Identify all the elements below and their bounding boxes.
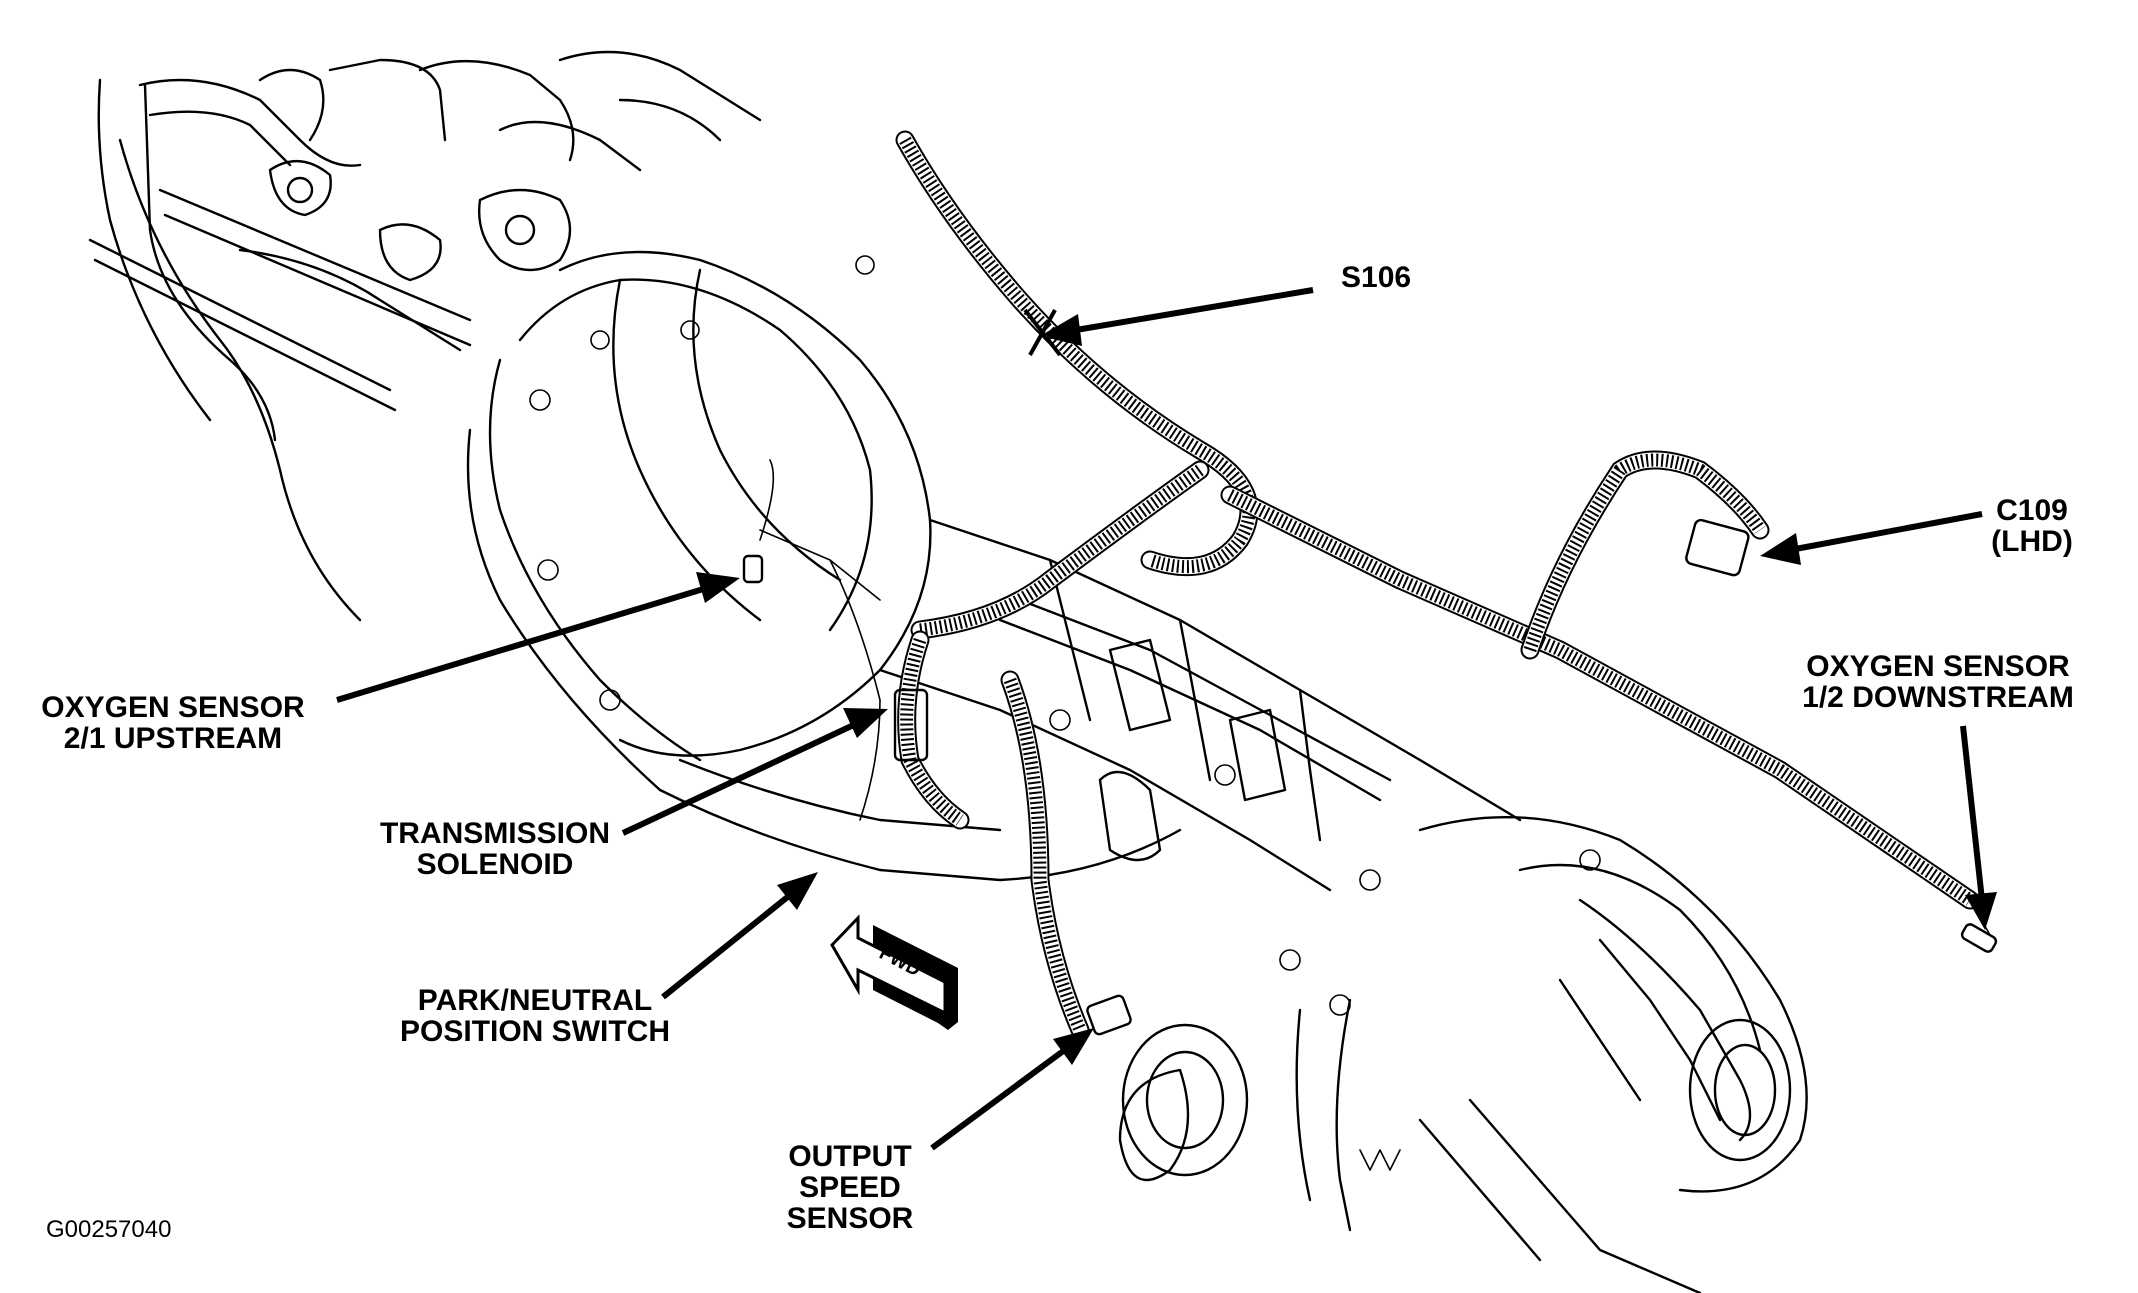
arrow-trans-solenoid (621, 708, 888, 836)
oss-line3: SENSOR (786, 1202, 914, 1235)
transmission-solenoid-connector (893, 688, 929, 762)
arrow-s106 (1040, 287, 1314, 346)
transmission-case-outline (878, 518, 1601, 1016)
c109-connector (1685, 518, 1750, 577)
fwd-arrow-icon: FWD (830, 914, 958, 1030)
o2-down-line1: OXYGEN SENSOR (1806, 650, 2070, 683)
arrow-c109 (1760, 511, 1983, 565)
oss-line2: SPEED (799, 1171, 901, 1204)
label-transmission-solenoid: TRANSMISSION SOLENOID (370, 818, 620, 880)
arrow-o2-downstream (1960, 725, 1997, 930)
o2-down-line2: 1/2 DOWNSTREAM (1802, 681, 2074, 714)
s106-text: S106 (1341, 261, 1412, 294)
bell-housing-outline (466, 250, 1182, 882)
engine-manifold-outline (88, 50, 762, 622)
c109-lhd-text: (LHD) (1991, 525, 2073, 558)
label-o2-downstream: OXYGEN SENSOR 1/2 DOWNSTREAM (1788, 651, 2088, 713)
trans-sol-line2: SOLENOID (416, 848, 574, 881)
transfer-case-outline (1118, 816, 1808, 1232)
label-s106: S106 (1341, 262, 1411, 293)
o2-upstream-connector (742, 554, 764, 584)
frame-rail (1418, 1098, 1702, 1293)
o2-up-line1: OXYGEN SENSOR (41, 691, 305, 724)
wiring-harness (759, 130, 1991, 1040)
label-output-speed-sensor: OUTPUT SPEED SENSOR (770, 1141, 930, 1234)
label-o2-upstream: OXYGEN SENSOR 2/1 UPSTREAM (33, 692, 313, 754)
o2-up-line2: 2/1 UPSTREAM (63, 722, 283, 755)
figure-id: G00257040 (46, 1216, 172, 1243)
trans-sol-line1: TRANSMISSION (379, 817, 610, 850)
s106-splice-mark (1023, 308, 1062, 357)
label-c109: C109 (LHD) (1972, 495, 2092, 557)
output-speed-sensor-body (1086, 994, 1132, 1036)
arrow-output-speed (930, 1028, 1094, 1151)
arrow-o2-upstream (336, 572, 740, 703)
pn-line1: PARK/NEUTRAL (417, 984, 653, 1017)
c109-text: C109 (1996, 494, 2068, 527)
downstream-sensor-plug (1960, 923, 1998, 953)
oss-line1: OUTPUT (788, 1140, 912, 1173)
label-park-neutral-switch: PARK/NEUTRAL POSITION SWITCH (395, 985, 675, 1047)
arrow-pn-switch (661, 872, 818, 1000)
pn-line2: POSITION SWITCH (400, 1015, 670, 1048)
